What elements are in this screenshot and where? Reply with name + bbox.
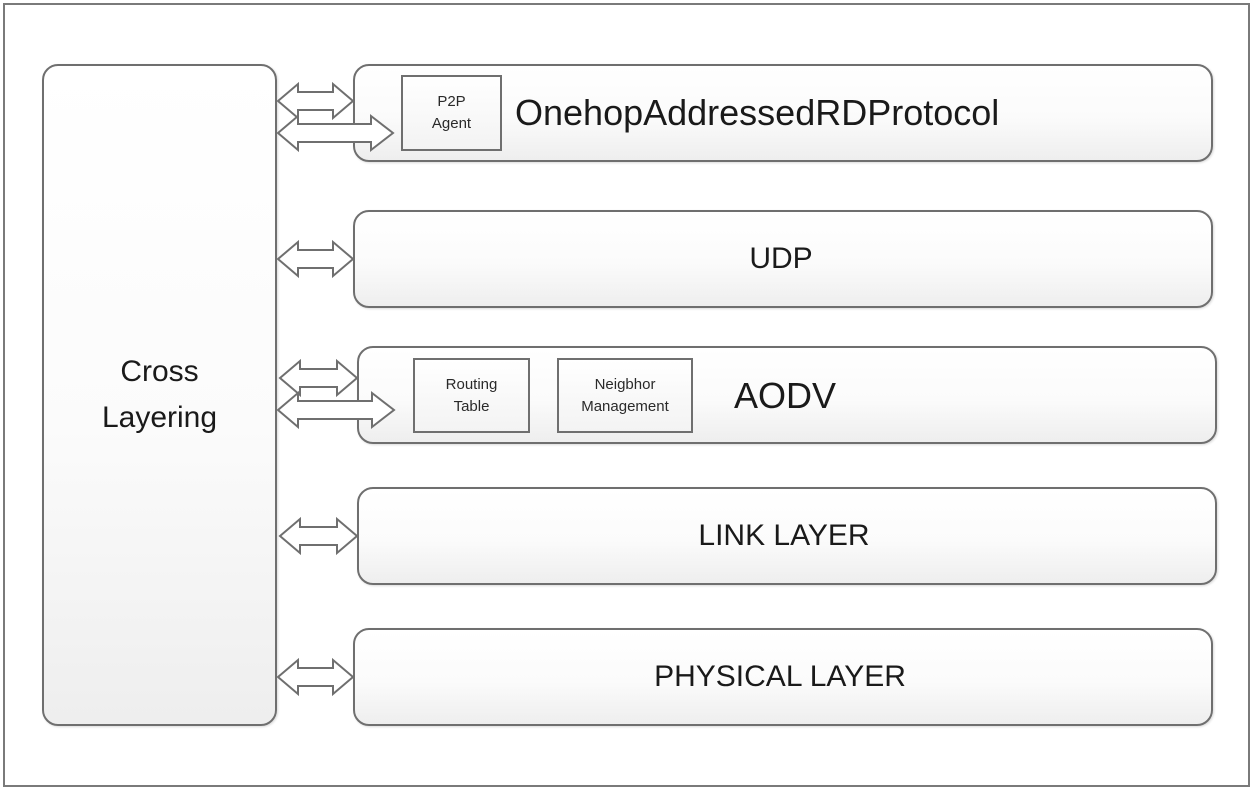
cross-layering-box: Cross Layering [42,64,277,726]
udp-title: UDP [749,242,813,275]
cross-layering-label: Cross Layering [101,354,218,435]
onehop-protocol-title: OnehopAddressedRDProtocol [515,92,1000,133]
aodv-title: AODV [734,375,837,416]
link-layer-title: LINK LAYER [698,519,870,552]
p2p-agent-box: P2P Agent [401,75,502,151]
routing-table-box: Routing Table [413,358,530,433]
link-layer: LINK LAYER [357,487,1217,585]
neighbor-management-box: Neigbhor Management [557,358,693,433]
physical-layer: PHYSICAL LAYER [353,628,1213,726]
physical-layer-title: PHYSICAL LAYER [654,660,906,693]
udp-layer: UDP [353,210,1213,308]
